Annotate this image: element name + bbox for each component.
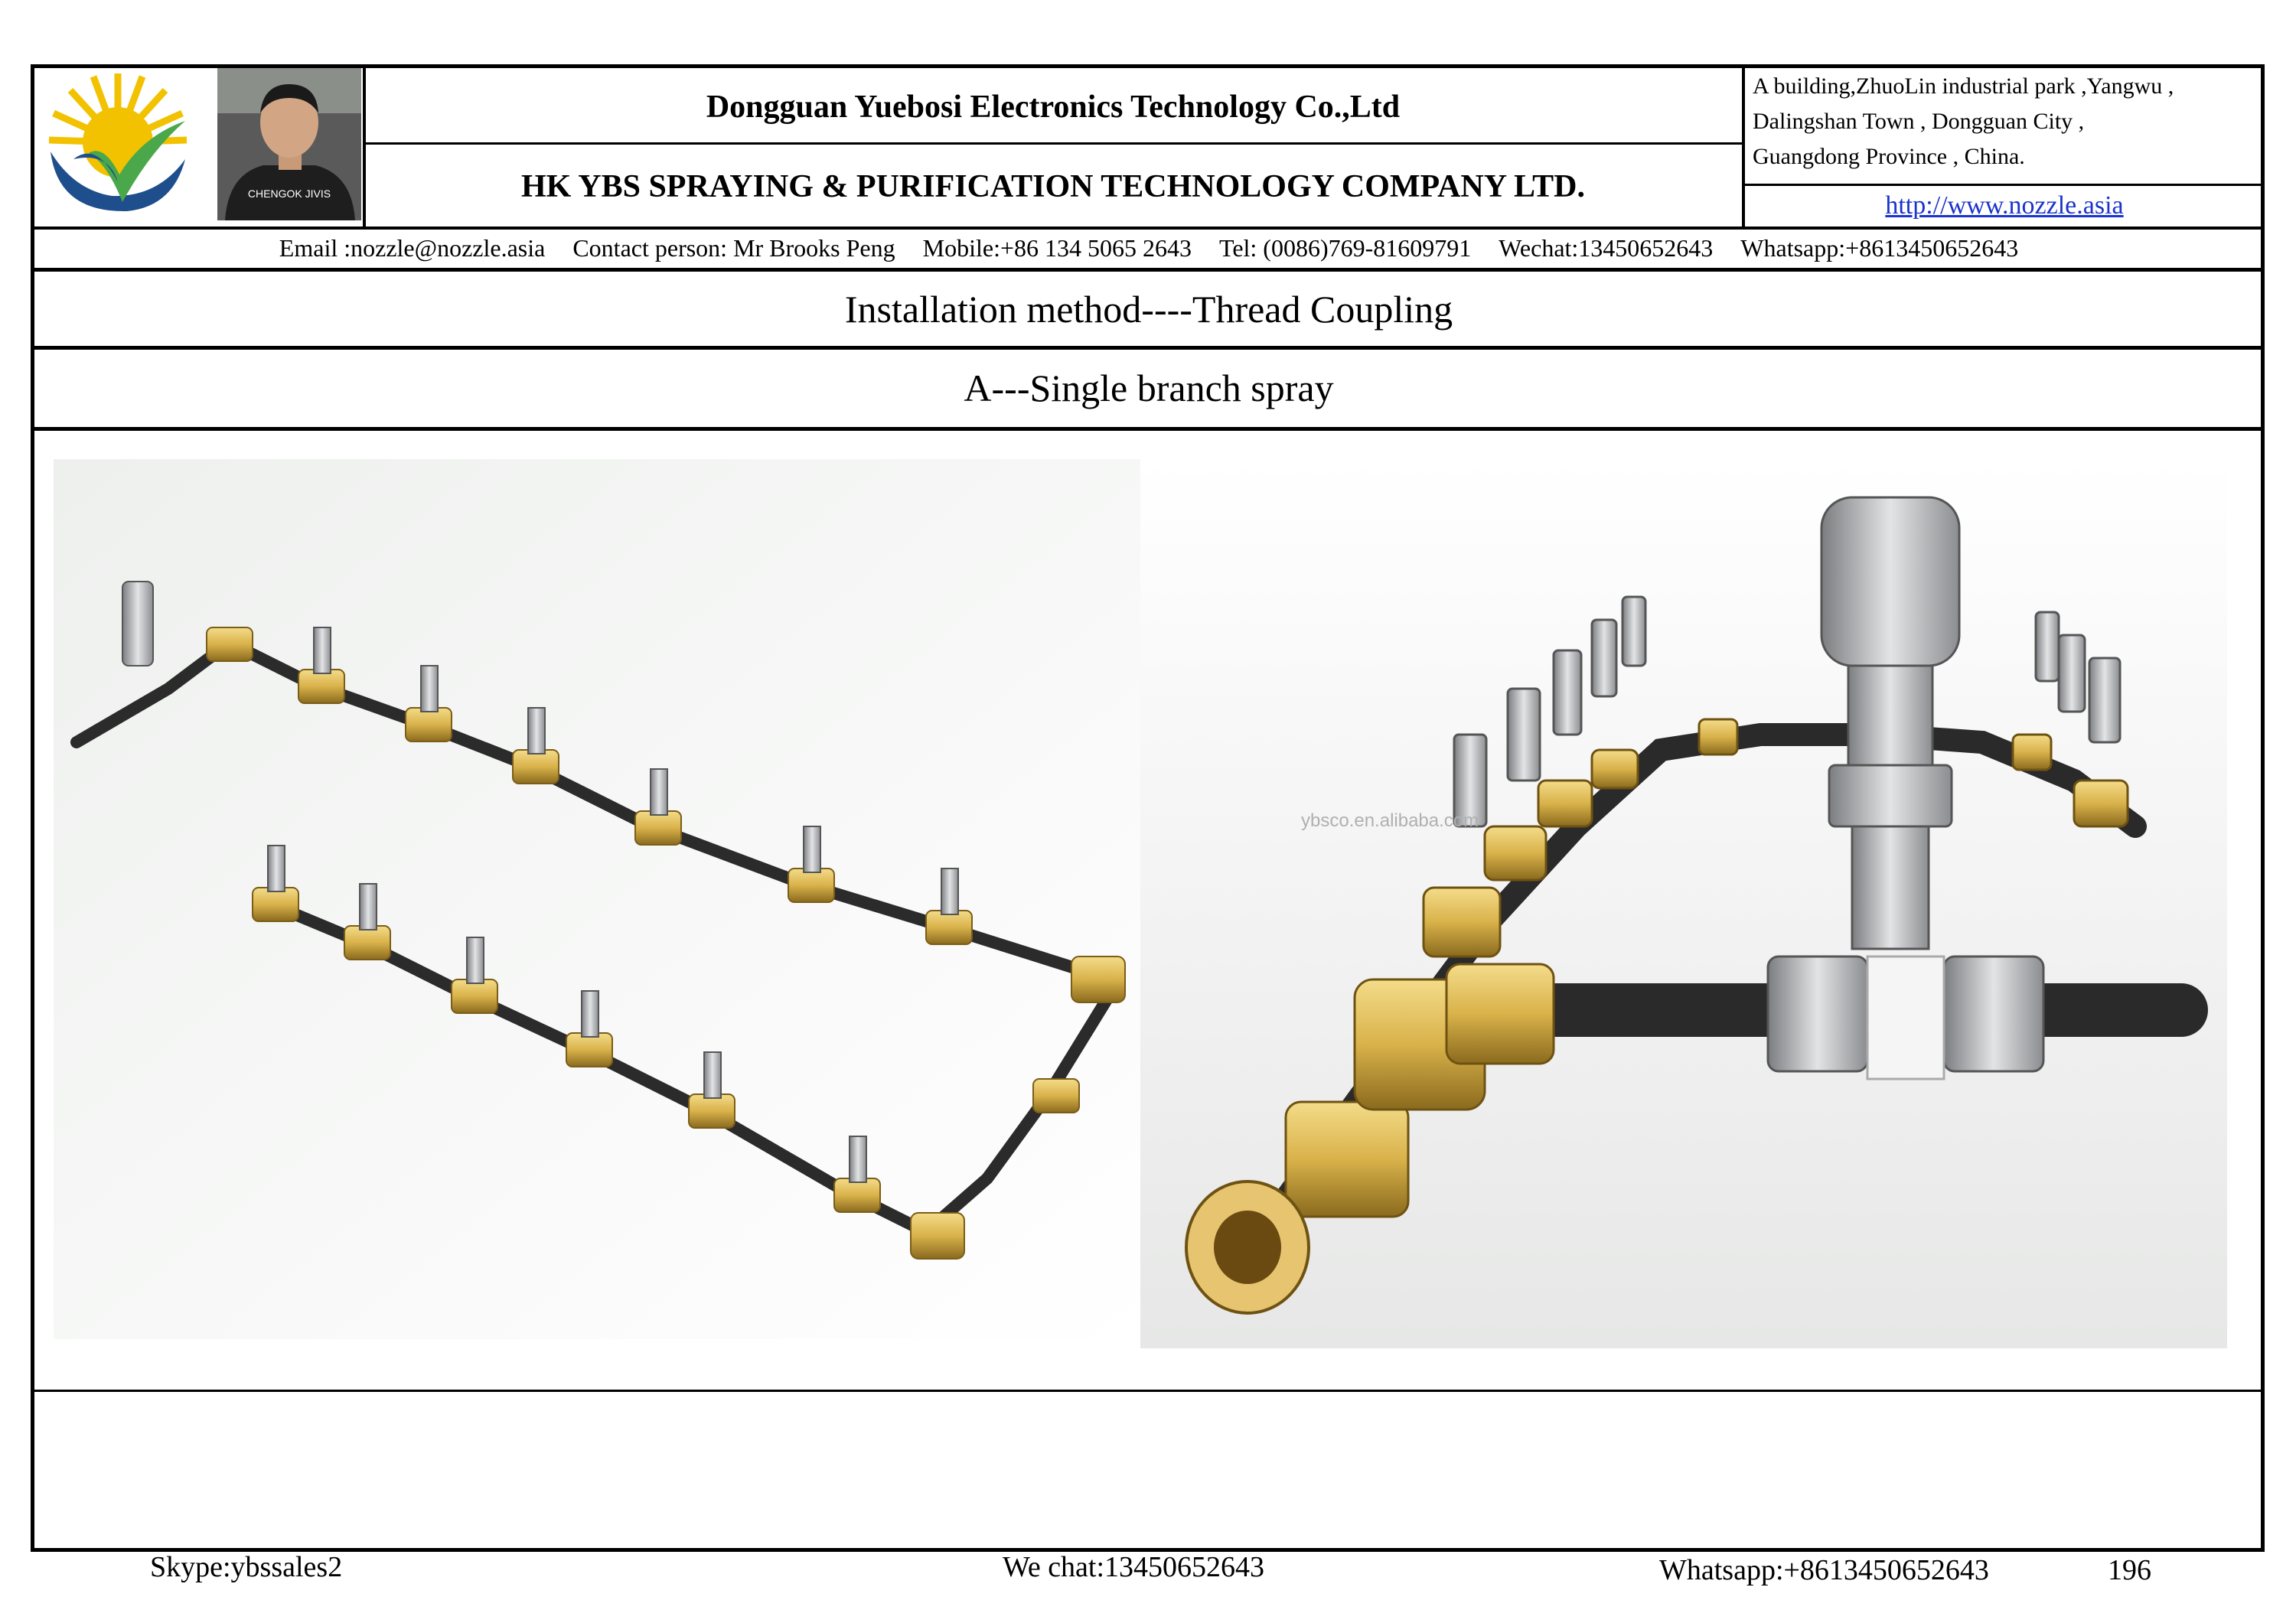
address-line: A building,ZhuoLin industrial park ,Yang… <box>1753 73 2174 99</box>
company-logo <box>43 67 193 217</box>
footer-wechat: We chat:13450652643 <box>1003 1551 1265 1583</box>
title-bottom-line <box>32 346 2264 350</box>
header-hline-2 <box>1743 184 2264 186</box>
left-product-photo <box>54 459 1140 1339</box>
address-line: Guangdong Province , China. <box>1753 144 2025 169</box>
company-name-hk: HK YBS SPRAYING & PURIFICATION TECHNOLOG… <box>520 169 1586 204</box>
footer-skype: Skype:ybssales2 <box>150 1551 343 1583</box>
page-number: 196 <box>2108 1554 2151 1586</box>
page-frame <box>31 64 2265 1552</box>
header-divider-2 <box>1742 66 1745 228</box>
photo-bottom-line <box>32 1390 2264 1392</box>
right-product-photo: ybsco.en.alibaba.com <box>1140 459 2227 1348</box>
website-link[interactable]: http://www.nozzle.asia <box>1885 191 2124 220</box>
watermark-text: ybsco.en.alibaba.com <box>1301 810 1479 831</box>
contact-tel: Tel: (0086)769-81609791 <box>1219 233 1472 262</box>
company-address: A building,ZhuoLin industrial park ,Yang… <box>1748 69 2273 174</box>
section-subtitle: A---Single branch spray <box>964 367 1334 409</box>
contact-person: Contact person: Mr Brooks Peng <box>572 233 895 262</box>
subtitle-bottom-line <box>32 427 2264 431</box>
shirt-text: CHENGOK JIVIS <box>248 187 331 200</box>
section-title: Installation method----Thread Coupling <box>844 288 1453 331</box>
header-hline-1 <box>364 142 1743 145</box>
contact-wechat: Wechat:13450652643 <box>1499 233 1714 262</box>
address-line: Dalingshan Town , Dongguan City , <box>1753 109 2085 134</box>
contact-line: Email :nozzle@nozzle.asia Contact person… <box>35 230 2262 266</box>
contact-email: Email :nozzle@nozzle.asia <box>279 233 546 262</box>
contact-mobile: Mobile:+86 134 5065 2643 <box>922 233 1192 262</box>
header-divider-1 <box>363 66 366 228</box>
header-bottom-line <box>32 227 2264 230</box>
footer-whatsapp: Whatsapp:+8613450652643 <box>1659 1554 1989 1586</box>
product-photo-area: ybsco.en.alibaba.com <box>54 459 2242 1354</box>
company-name-cn: Dongguan Yuebosi Electronics Technology … <box>706 90 1401 125</box>
contact-whatsapp: Whatsapp:+8613450652643 <box>1740 233 2019 262</box>
contact-person-photo: CHENGOK JIVIS <box>217 67 361 220</box>
contact-bottom-line <box>32 268 2264 272</box>
